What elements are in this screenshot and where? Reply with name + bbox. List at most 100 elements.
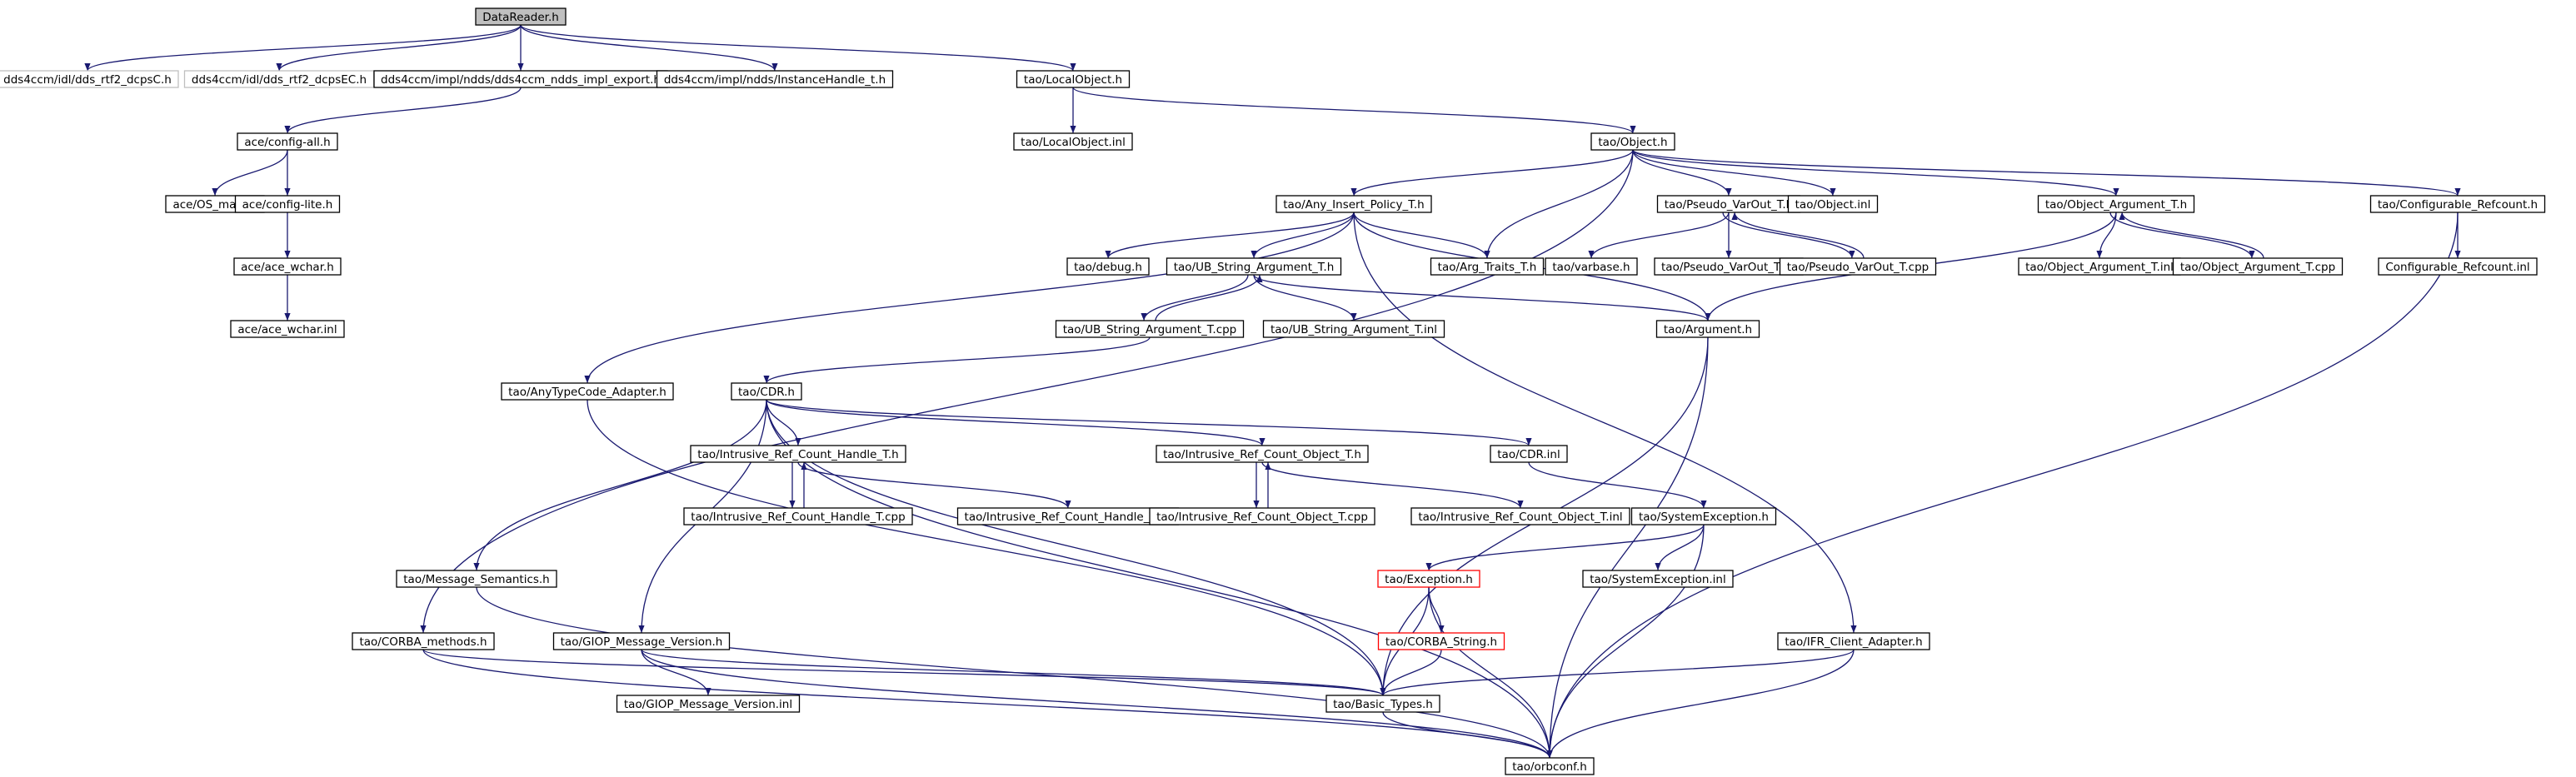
node-label: dds4ccm/idl/dds_rtf2_dcpsC.h: [3, 73, 172, 87]
edge-n45-n48: [1380, 649, 1442, 696]
node-label: tao/Basic_Types.h: [1333, 698, 1433, 711]
edge-layer: [84, 24, 2461, 759]
edge-n5-n8: [1072, 87, 1636, 134]
edge-line: [1350, 149, 1634, 197]
node-tao-exception-h[interactable]: tao/Exception.h: [1377, 570, 1480, 588]
edge-n34-n39: [1528, 461, 1707, 509]
node-box: [1013, 132, 1133, 151]
node-ace-config-all-h[interactable]: ace/config-all.h: [237, 132, 338, 151]
node-tao-corba-methods-h[interactable]: tao/CORBA_methods.h: [352, 632, 495, 650]
node-label: tao/Pseudo_VarOut_T.h: [1665, 198, 1793, 212]
node-label: tao/SystemException.inl: [1590, 573, 1726, 586]
node-label: tao/Intrusive_Ref_Count_Object_T.inl: [1418, 511, 1622, 524]
node-box: [683, 507, 913, 525]
node-tao-intrusive-ref-count-handle-t-cpp[interactable]: tao/Intrusive_Ref_Count_Handle_T.cpp: [683, 507, 913, 525]
node-tao-systemexception-inl[interactable]: tao/SystemException.inl: [1582, 570, 1734, 588]
node-label: tao/UB_String_Argument_T.cpp: [1063, 323, 1237, 336]
edge-line: [1141, 274, 1249, 321]
edge-n31-n33: [766, 399, 1266, 446]
node-tao-orbconf-h[interactable]: tao/orbconf.h: [1505, 757, 1595, 775]
node-label: tao/GIOP_Message_Version.h: [561, 635, 723, 649]
node-tao-ub-string-argument-t-h[interactable]: tao/UB_String_Argument_T.h: [1166, 257, 1342, 276]
node-tao-pseudo-varout-t-h[interactable]: tao/Pseudo_VarOut_T.h: [1656, 195, 1801, 213]
node-dds4ccm-idl-dds-rtf2-dcpsc-h[interactable]: dds4ccm/idl/dds_rtf2_dcpsC.h: [0, 70, 179, 88]
node-box: [1490, 445, 1568, 463]
node-label: tao/Object_Argument_T.cpp: [2180, 261, 2335, 274]
node-tao-anytypecode-adapter-h[interactable]: tao/AnyTypeCode_Adapter.h: [501, 382, 674, 401]
edge-line: [1632, 149, 1836, 197]
node-tao-intrusive-ref-count-object-t-h[interactable]: tao/Intrusive_Ref_Count_Object_T.h: [1156, 445, 1369, 463]
node-tao-ub-string-argument-t-inl[interactable]: tao/UB_String_Argument_T.inl: [1262, 320, 1445, 338]
node-tao-configurable-refcount-h[interactable]: tao/Configurable_Refcount.h: [2369, 195, 2546, 213]
node-dds4ccm-impl-ndds-instancehandle-t-h[interactable]: dds4ccm/impl/ndds/InstanceHandle_t.h: [656, 70, 894, 88]
node-ace-ace-wchar-inl[interactable]: ace/ace_wchar.inl: [230, 320, 345, 338]
edge-n6-n9: [212, 149, 288, 197]
node-tao-corba-string-h[interactable]: tao/CORBA_String.h: [1377, 632, 1505, 650]
node-box: [1149, 507, 1375, 525]
edge-n31-n49: [766, 399, 1553, 759]
node-box: [1377, 570, 1480, 588]
node-tao-object-h[interactable]: tao/Object.h: [1590, 132, 1675, 151]
node-label: tao/Intrusive_Ref_Count_Handle_T.h: [697, 448, 898, 461]
edge-n14-n24: [2109, 212, 2255, 259]
node-tao-object-inl[interactable]: tao/Object.inl: [1787, 195, 1879, 213]
node-label: tao/Object.h: [1598, 136, 1667, 149]
node-datareader-h[interactable]: DataReader.h: [475, 7, 567, 26]
node-tao-intrusive-ref-count-handle-t-inl[interactable]: tao/Intrusive_Ref_Count_Handle_T.inl: [956, 507, 1180, 525]
node-tao-any-insert-policy-t-h[interactable]: tao/Any_Insert_Policy_T.h: [1276, 195, 1432, 213]
edge-n33-n38: [1261, 461, 1524, 509]
node-tao-intrusive-ref-count-object-t-inl[interactable]: tao/Intrusive_Ref_Count_Object_T.inl: [1410, 507, 1630, 525]
node-tao-ub-string-argument-t-cpp[interactable]: tao/UB_String_Argument_T.cpp: [1055, 320, 1245, 338]
node-tao-debug-h[interactable]: tao/debug.h: [1066, 257, 1150, 276]
edge-n30-n48: [587, 399, 1386, 696]
node-label: tao/LocalObject.inl: [1021, 136, 1126, 149]
node-tao-argument-h[interactable]: tao/Argument.h: [1655, 320, 1760, 338]
node-box: [656, 70, 894, 88]
edge-n11-n30: [584, 212, 1355, 384]
node-tao-object-argument-t-cpp[interactable]: tao/Object_Argument_T.cpp: [2172, 257, 2344, 276]
edge-n8-n14: [1632, 149, 2119, 197]
node-dds4ccm-impl-ndds-dds4ccm-ndds-impl-export-h[interactable]: dds4ccm/impl/ndds/dds4ccm_ndds_impl_expo…: [373, 70, 668, 88]
edge-n0-n4: [520, 24, 778, 72]
node-tao-giop-message-version-h[interactable]: tao/GIOP_Message_Version.h: [552, 632, 731, 650]
node-tao-cdr-inl[interactable]: tao/CDR.inl: [1490, 445, 1568, 463]
node-tao-intrusive-ref-count-handle-t-h[interactable]: tao/Intrusive_Ref_Count_Handle_T.h: [690, 445, 906, 463]
edge-line: [84, 24, 522, 72]
node-label: tao/Configurable_Refcount.h: [2378, 198, 2538, 212]
node-box: [2172, 257, 2344, 276]
node-tao-giop-message-version-inl[interactable]: tao/GIOP_Message_Version.inl: [616, 695, 801, 713]
node-tao-ifr-client-adapter-h[interactable]: tao/IFR_Client_Adapter.h: [1777, 632, 1930, 650]
node-label: tao/Object_Argument_T.h: [2045, 198, 2187, 212]
node-tao-varbase-h[interactable]: tao/varbase.h: [1545, 257, 1638, 276]
node-configurable-refcount-inl[interactable]: Configurable_Refcount.inl: [2378, 257, 2538, 276]
edge-line: [2109, 212, 2255, 259]
node-box: [690, 445, 906, 463]
edge-line: [1546, 524, 1705, 759]
node-tao-basic-types-h[interactable]: tao/Basic_Types.h: [1325, 695, 1440, 713]
node-tao-arg-traits-t-h[interactable]: tao/Arg_Traits_T.h: [1430, 257, 1545, 276]
edge-line: [276, 24, 522, 72]
node-dds4ccm-idl-dds-rtf2-dcpsec-h[interactable]: dds4ccm/idl/dds_rtf2_dcpsEC.h: [183, 70, 375, 88]
node-tao-object-argument-t-inl[interactable]: tao/Object_Argument_T.inl: [2018, 257, 2181, 276]
edge-line: [1380, 649, 1855, 696]
node-ace-ace-wchar-h[interactable]: ace/ace_wchar.h: [233, 257, 342, 276]
node-label: ace/ace_wchar.h: [241, 261, 334, 274]
node-label: tao/Intrusive_Ref_Count_Object_T.cpp: [1156, 511, 1368, 524]
node-ace-config-lite-h[interactable]: ace/config-lite.h: [234, 195, 341, 213]
node-box: [1779, 257, 1937, 276]
node-tao-object-argument-t-h[interactable]: tao/Object_Argument_T.h: [2037, 195, 2195, 213]
edge-n15-n49: [1546, 212, 2459, 759]
edge-n11-n18: [1251, 212, 1355, 259]
edge-line: [1353, 212, 1490, 259]
node-tao-message-semantics-h[interactable]: tao/Message_Semantics.h: [396, 570, 557, 588]
node-tao-cdr-h[interactable]: tao/CDR.h: [731, 382, 802, 401]
node-tao-intrusive-ref-count-object-t-cpp[interactable]: tao/Intrusive_Ref_Count_Object_T.cpp: [1149, 507, 1375, 525]
node-tao-pseudo-varout-t-inl[interactable]: tao/Pseudo_VarOut_T.inl: [1654, 257, 1804, 276]
edge-line: [1105, 212, 1355, 259]
edge-n11-n19: [1353, 212, 1490, 259]
node-tao-systemexception-h[interactable]: tao/SystemException.h: [1630, 507, 1777, 525]
node-tao-localobject-inl[interactable]: tao/LocalObject.inl: [1013, 132, 1133, 151]
node-tao-pseudo-varout-t-cpp[interactable]: tao/Pseudo_VarOut_T.cpp: [1779, 257, 1937, 276]
node-tao-localobject-h[interactable]: tao/LocalObject.h: [1016, 70, 1131, 88]
edge-n0-n1: [84, 24, 522, 72]
